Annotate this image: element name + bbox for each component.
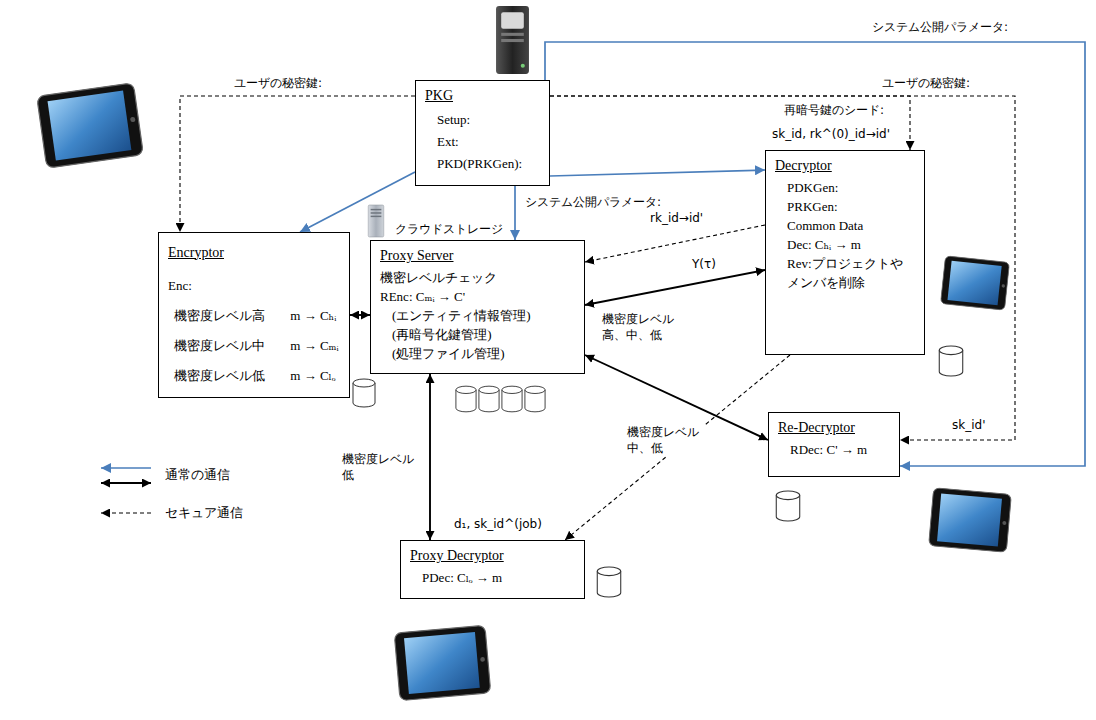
decryptor-box: DecryptorPDKGen:PRKGen:Common DataDec: C…: [765, 150, 925, 355]
legend-row: セキュア通信: [95, 498, 243, 528]
legend-sample: [95, 498, 155, 528]
secure-arrow: [180, 96, 415, 232]
edge-label: rk_id→id': [648, 211, 705, 227]
edge-label: d₁, sk_id^(job): [452, 517, 544, 533]
edge-label: システム公開パラメータ:: [523, 195, 663, 211]
edge-label: 再暗号鍵のシード:: [782, 103, 886, 119]
node-text: PRKGen:: [775, 198, 915, 217]
connector-arrow: [514, 186, 516, 240]
database-icon: [776, 491, 799, 521]
node-text: Dec: Cₕᵢ → m: [775, 236, 915, 255]
node-title: Re-Decryptor: [778, 418, 890, 438]
server-icon: [496, 6, 529, 74]
secure-arrow: [550, 96, 1015, 440]
legend-line: [101, 467, 151, 469]
encryptor-box: EncryptorEnc: 機密度レベル高 m → Cₕᵢ 機密度レベル中 m → Cₘ…: [158, 232, 350, 398]
node-text: REnc: Cₘᵢ → C': [380, 288, 575, 307]
node-title: PKG: [425, 86, 540, 106]
node-text: RDec: C' → m: [778, 441, 890, 460]
node-text: m → Cₘᵢ: [284, 337, 340, 356]
node-title: Proxy Decryptor: [410, 546, 575, 566]
node-title: Encryptor: [168, 243, 340, 263]
proxy-server-box: クラウドストレージProxy Server機密レベルチェックREnc: Cₘᵢ …: [370, 240, 585, 374]
edge-label: 機密度レベル 中、低: [625, 425, 709, 456]
edge-label: ユーザの秘密鍵:: [880, 76, 972, 92]
pkg-box: PKG Setup:Ext:PKD(PRKGen):: [415, 80, 550, 186]
note-label: sk_id, rk^(0)_id→id': [770, 127, 892, 143]
node-text: m → Cₕᵢ: [284, 307, 340, 326]
tablet-icon: [394, 625, 491, 700]
connector-arrow: [545, 42, 1085, 466]
node-text: Rev:プロジェクトやメンバを削除: [775, 255, 915, 293]
database-icon: [939, 346, 962, 376]
re-decryptor-box: Re-DecryptorRDec: C' → m: [768, 412, 900, 477]
tablet-icon: [929, 488, 1012, 553]
cloud-server-icon: [368, 205, 384, 237]
tablet-icon: [37, 83, 144, 168]
connector-arrow: [429, 374, 431, 540]
secure-arrow: [585, 225, 765, 262]
legend-text: セキュア通信: [165, 504, 243, 522]
secure-arrow: [565, 355, 790, 540]
legend-line: [101, 482, 151, 484]
connector-arrow: [350, 314, 370, 316]
tablet-icon: [941, 256, 1010, 310]
node-title: Decryptor: [775, 156, 915, 176]
proxy-decryptor-box: Proxy DecryptorPDec: Cₗₒ → m: [400, 540, 585, 599]
note-label: sk_id': [950, 418, 987, 434]
database-icon: [597, 567, 620, 597]
note-label: 機密度レベル 高、中、低: [600, 312, 684, 343]
node-text: PDKGen:: [775, 179, 915, 198]
node-text: m → Cₗₒ: [284, 367, 340, 386]
secure-arrow: [550, 96, 910, 150]
database-icon: [353, 379, 375, 407]
edge-label: ユーザの秘密鍵:: [232, 76, 324, 92]
legend-text: 通常の通信: [165, 466, 230, 484]
legend-sample: [95, 460, 155, 490]
node-text: 機密度レベル高: [168, 307, 266, 326]
node-text: (エンティティ情報管理): [380, 307, 575, 326]
database-icon: [456, 386, 476, 412]
node-text: 機密度レベル低: [168, 367, 266, 386]
legend-row: 通常の通信: [95, 460, 243, 490]
connector-arrow: [550, 170, 765, 176]
node-text: (再暗号化鍵管理): [380, 326, 575, 345]
connector-arrow: [585, 270, 765, 305]
node-text: Setup:: [425, 109, 540, 131]
node-text: 機密度レベル中: [168, 337, 266, 356]
node-text: Ext:: [425, 131, 540, 153]
node-title: Proxy Server: [380, 246, 575, 266]
node-text: (処理ファイル管理): [380, 345, 575, 364]
edge-label: システム公開パラメータ:: [870, 20, 1010, 36]
legend-line: [101, 512, 151, 513]
node-text: Enc:: [168, 277, 340, 296]
legend: 通常の通信セキュア通信: [95, 460, 243, 536]
database-icon: [502, 386, 522, 412]
node-text: Common Data: [775, 217, 915, 236]
edge-label: Y(τ): [690, 257, 718, 273]
edge-label: 機密度レベル 低: [340, 452, 428, 483]
database-icon: [479, 386, 499, 412]
database-icon: [525, 386, 545, 412]
node-text: PDec: Cₗₒ → m: [410, 569, 575, 588]
node-text: PKD(PRKGen):: [425, 153, 540, 175]
node-text: 機密レベルチェック: [380, 269, 575, 288]
node-heading: クラウドストレージ: [395, 221, 503, 238]
